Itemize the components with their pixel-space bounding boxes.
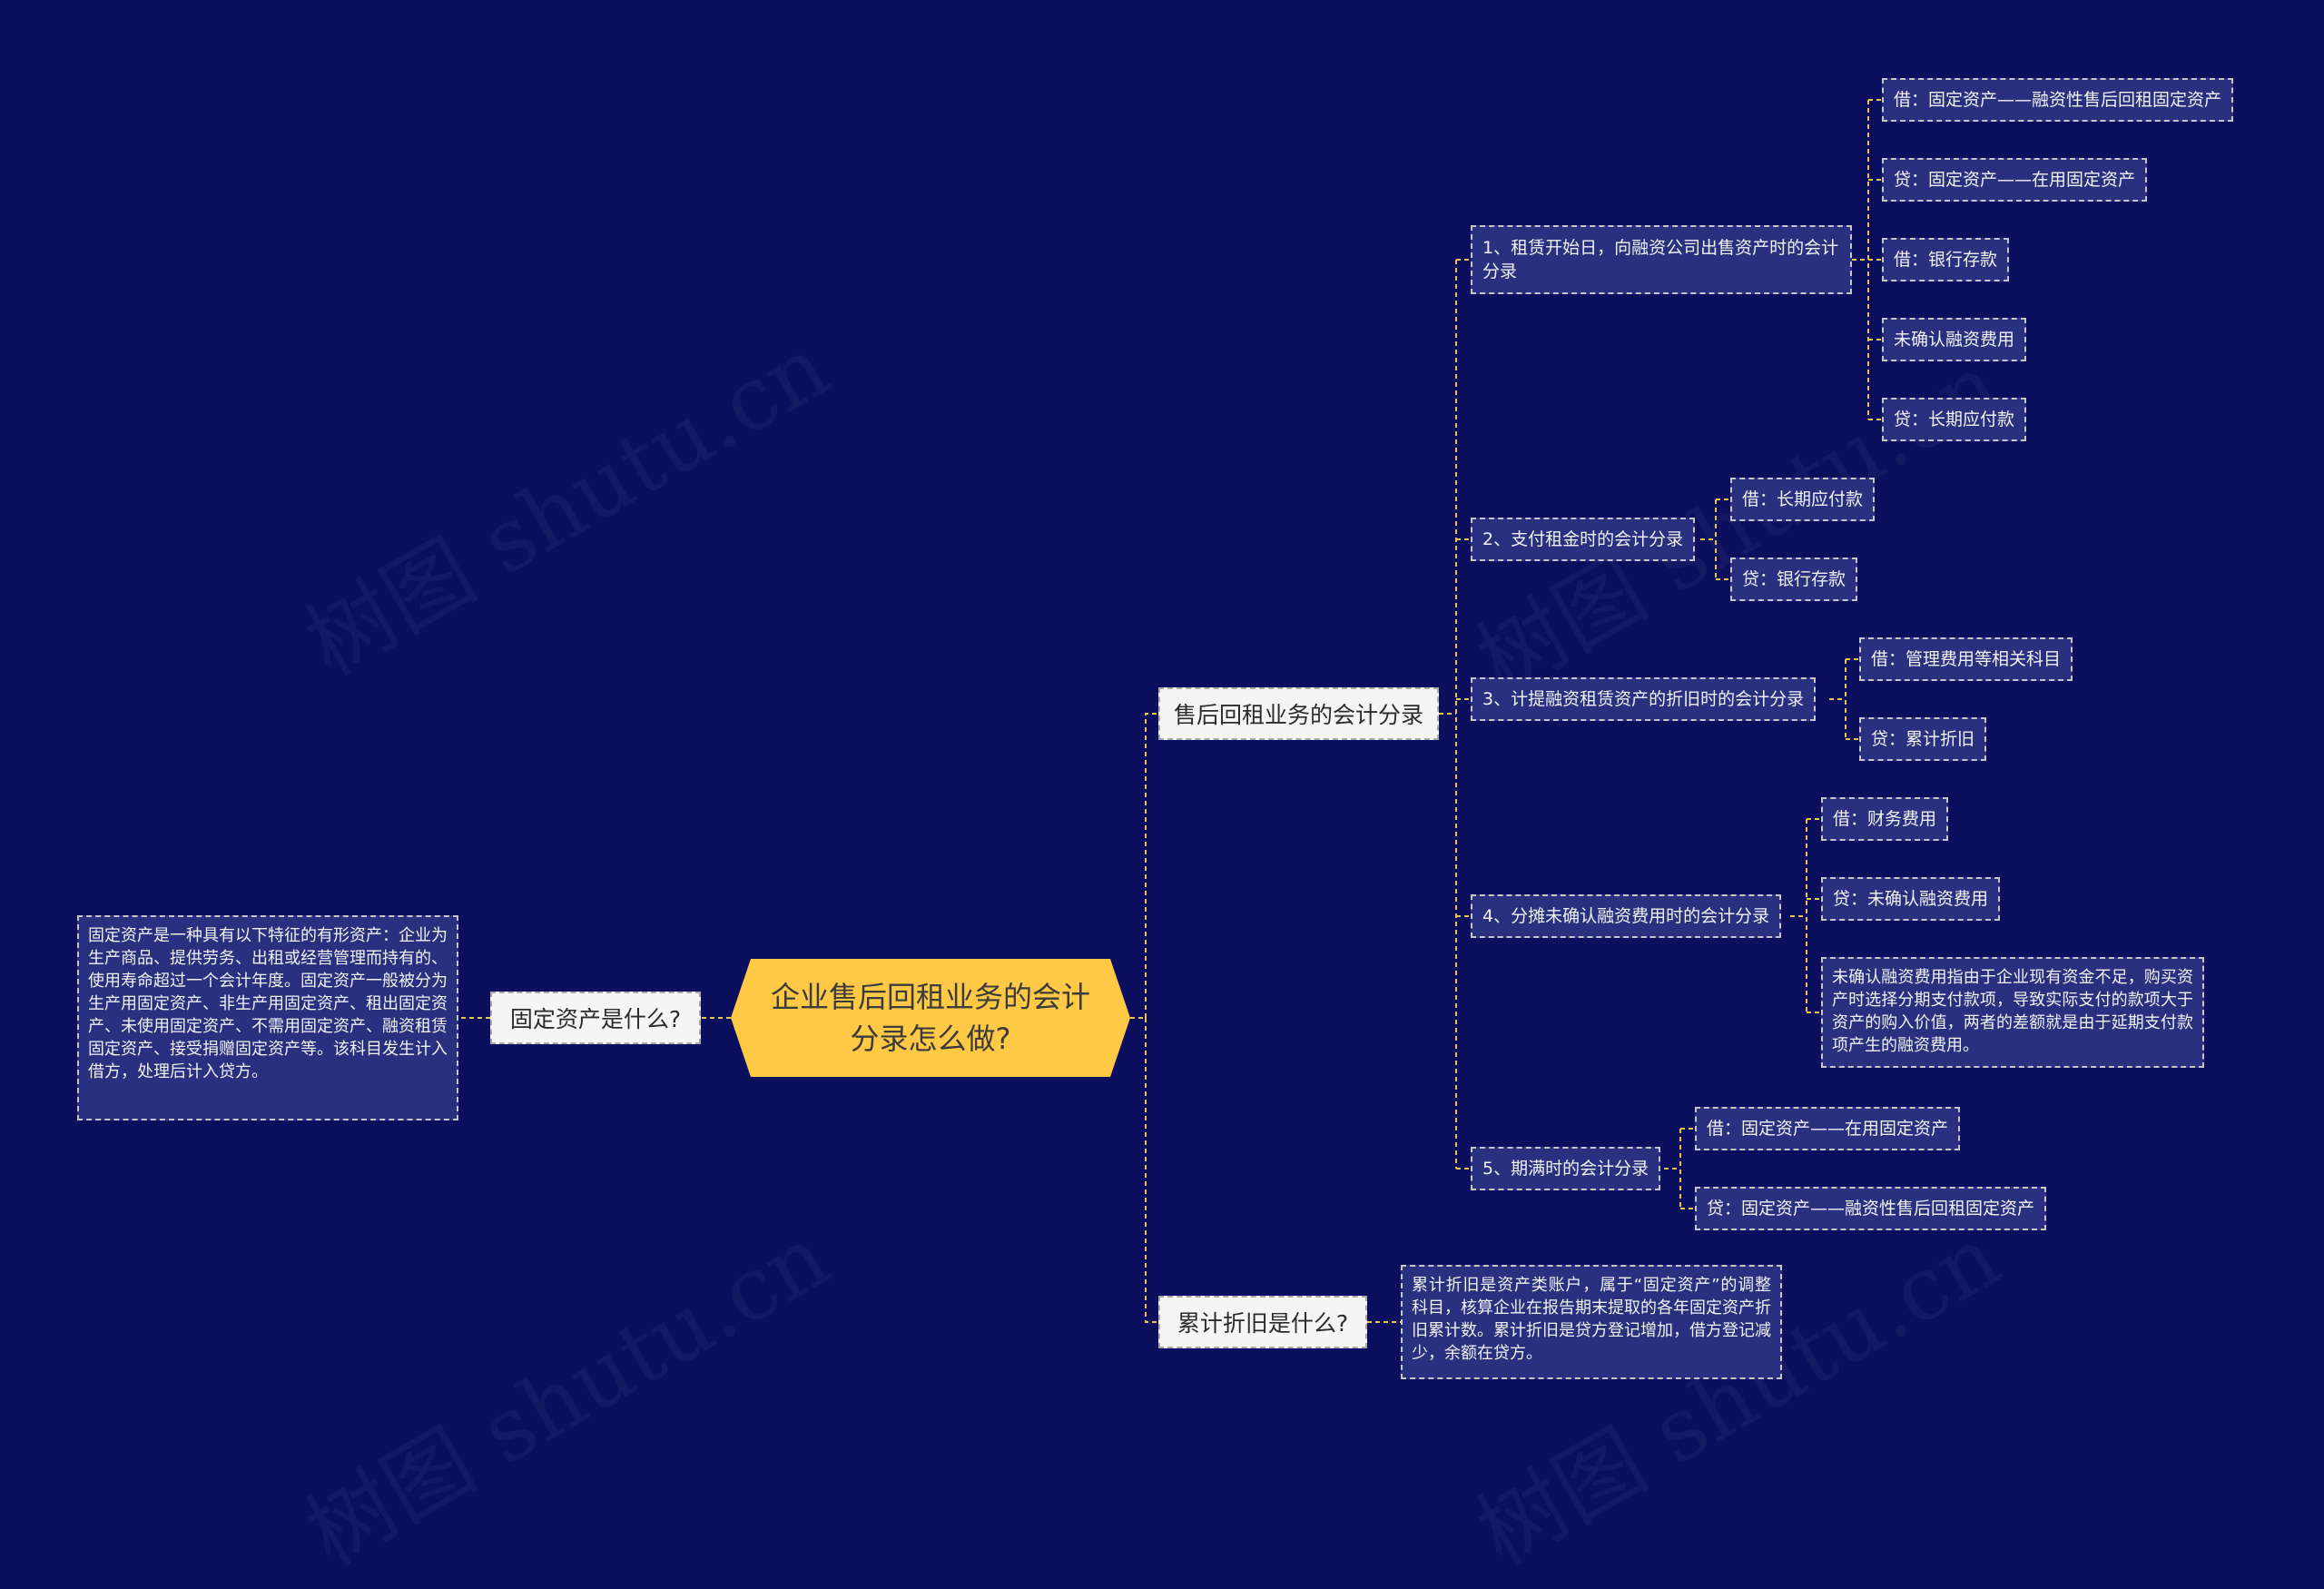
step-5-item[interactable]: 借：固定资产——在用固定资产	[1695, 1107, 1961, 1150]
step-4-financing-cost-entry[interactable]: 4、分摊未确认融资费用时的会计分录	[1471, 894, 1782, 938]
step-5-maturity-entry[interactable]: 5、期满时的会计分录	[1471, 1147, 1661, 1190]
fixed-asset-description: 固定资产是一种具有以下特征的有形资产：企业为生产商品、提供劳务、出租或经营管理而…	[77, 915, 458, 1120]
step-1-sale-entry[interactable]: 1、租赁开始日，向融资公司出售资产时的会计分录	[1471, 225, 1852, 294]
step-2-rent-payment-entry[interactable]: 2、支付租金时的会计分录	[1471, 518, 1696, 561]
step-2-item[interactable]: 贷：银行存款	[1730, 558, 1858, 601]
mind-map-canvas: 树图 shutu.cn 树图 shutu.cn 树图 shutu.cn 树图 s…	[77, 78, 2234, 1585]
step-1-item[interactable]: 借：银行存款	[1882, 238, 2010, 281]
step-4-item[interactable]: 贷：未确认融资费用	[1821, 877, 2001, 921]
branch-leaseback-entries[interactable]: 售后回租业务的会计分录	[1158, 687, 1439, 740]
step-1-item[interactable]: 借：固定资产——融资性售后回租固定资产	[1882, 78, 2234, 122]
branch-what-is-fixed-asset[interactable]: 固定资产是什么?	[490, 992, 701, 1044]
step-1-item[interactable]: 贷：固定资产——在用固定资产	[1882, 158, 2148, 202]
step-4-item[interactable]: 借：财务费用	[1821, 797, 1949, 841]
step-1-item[interactable]: 贷：长期应付款	[1882, 398, 2027, 441]
unrecognized-financing-cost-description: 未确认融资费用指由于企业现有资金不足，购买资产时选择分期支付款项，导致实际支付的…	[1821, 957, 2204, 1068]
step-3-item[interactable]: 贷：累计折旧	[1859, 717, 1987, 761]
accumulated-depreciation-description: 累计折旧是资产类账户，属于“固定资产”的调整科目，核算企业在报告期末提取的各年固…	[1401, 1265, 1782, 1379]
step-3-item[interactable]: 借：管理费用等相关科目	[1859, 637, 2073, 681]
root-topic[interactable]: 企业售后回租业务的会计分录怎么做?	[731, 959, 1130, 1077]
step-3-depreciation-entry[interactable]: 3、计提融资租赁资产的折旧时的会计分录	[1471, 677, 1817, 721]
connector-lines	[458, 99, 1882, 1323]
step-5-item[interactable]: 贷：固定资产——融资性售后回租固定资产	[1695, 1187, 2047, 1230]
step-2-item[interactable]: 借：长期应付款	[1730, 478, 1876, 521]
branch-what-is-accumulated-depreciation[interactable]: 累计折旧是什么?	[1158, 1296, 1367, 1348]
step-1-item[interactable]: 未确认融资费用	[1882, 318, 2027, 361]
